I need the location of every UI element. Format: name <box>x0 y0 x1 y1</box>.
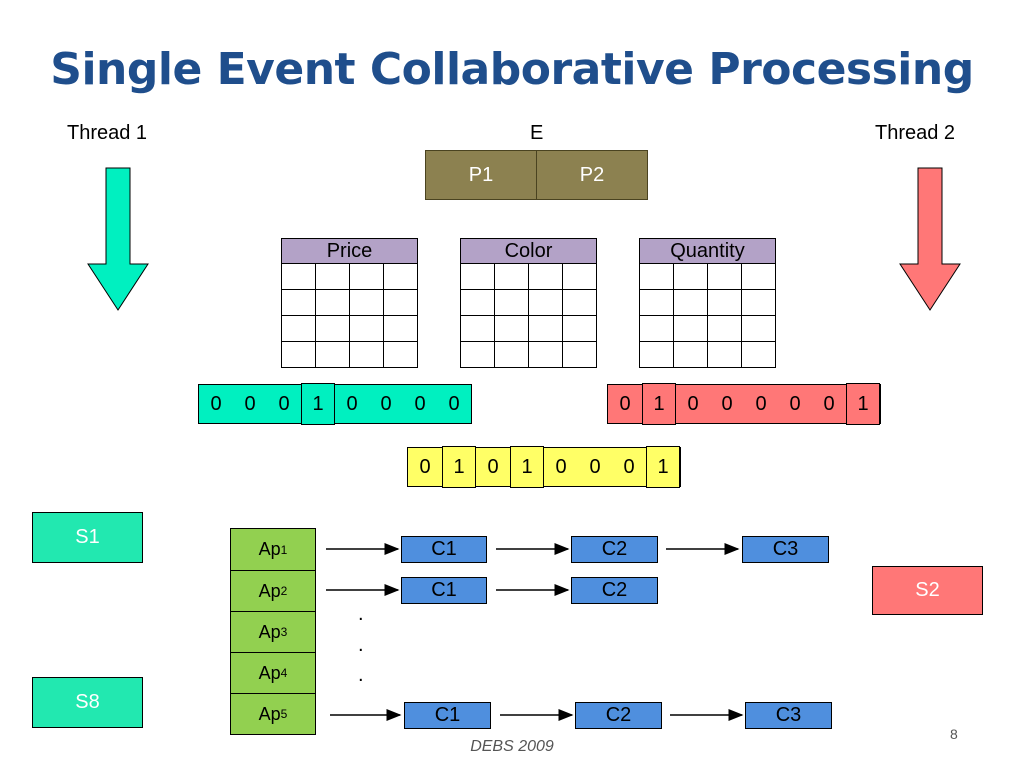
ap-base: Ap <box>258 621 281 642</box>
source-s2: S2 <box>872 566 983 615</box>
bit-cell-set: 1 <box>846 383 880 425</box>
chain-row1-c1: C1 <box>401 536 487 563</box>
bit-cell: 0 <box>687 392 699 415</box>
bit-cell-set: 1 <box>442 446 476 488</box>
table-quantity <box>639 263 776 368</box>
ap-sub: 2 <box>280 584 288 598</box>
bit-cell: 0 <box>278 392 290 415</box>
thread2-down-arrow-icon <box>899 167 961 311</box>
ap-base: Ap <box>258 580 281 601</box>
bit-cell-set: 1 <box>642 383 676 425</box>
ap-sub: 1 <box>280 542 288 557</box>
bit-cell-set: 1 <box>301 383 335 425</box>
table-header-price: Price <box>281 238 418 264</box>
event-label: E <box>530 122 544 144</box>
thread2-label: Thread 2 <box>875 122 956 144</box>
bit-cell: 0 <box>555 455 567 478</box>
bit-cell-set: 1 <box>646 446 680 488</box>
ap-base: Ap <box>258 662 281 683</box>
chain-row2-c2: C2 <box>571 577 658 604</box>
bit-cell: 0 <box>414 392 426 415</box>
ap-sub: 4 <box>280 666 288 680</box>
bit-cell: 0 <box>823 392 835 415</box>
slide-title: Single Event Collaborative Processing <box>50 44 974 95</box>
chain-row5-c1: C1 <box>404 702 491 729</box>
chain-row1-c2: C2 <box>571 536 658 563</box>
chain-row5-c2: C2 <box>575 702 662 729</box>
partition-p2: P2 <box>536 150 648 200</box>
bit-cell: 0 <box>789 392 801 415</box>
bit-cell: 0 <box>623 455 635 478</box>
chain-row1-c3: C3 <box>742 536 829 563</box>
bitvector-thread2: 0 1 0 0 0 0 0 1 <box>607 383 881 425</box>
thread1-label: Thread 1 <box>67 122 148 144</box>
bit-cell: 0 <box>589 455 601 478</box>
bitvector-result: 0 1 0 1 0 0 0 1 <box>407 446 681 488</box>
ap-base: Ap <box>258 539 281 559</box>
bit-cell: 0 <box>487 455 499 478</box>
bit-cell: 0 <box>419 455 431 478</box>
bit-cell: 0 <box>346 392 358 415</box>
source-s1: S1 <box>32 512 143 563</box>
table-price <box>281 263 418 368</box>
footer-text: DEBS 2009 <box>470 738 554 755</box>
ellipsis-dot: . <box>358 634 364 656</box>
thread1-down-arrow-icon <box>87 167 149 311</box>
bit-cell-set: 1 <box>510 446 544 488</box>
table-header-color: Color <box>460 238 597 264</box>
chain-row2-c1: C1 <box>401 577 487 604</box>
page-number: 8 <box>950 726 958 742</box>
bit-cell: 0 <box>721 392 733 415</box>
ellipsis-dot: . <box>358 603 364 625</box>
bit-cell: 0 <box>210 392 222 415</box>
bit-cell: 0 <box>448 392 460 415</box>
ap-sub: 5 <box>280 707 288 721</box>
bit-cell: 0 <box>380 392 392 415</box>
ellipsis-dot: . <box>358 664 364 686</box>
bit-cell: 0 <box>619 392 631 415</box>
partition-p1: P1 <box>425 150 537 200</box>
source-s8: S8 <box>32 677 143 728</box>
bit-cell: 0 <box>244 392 256 415</box>
ap-sub: 3 <box>280 625 288 639</box>
ap-base: Ap <box>258 703 281 724</box>
bit-cell: 0 <box>755 392 767 415</box>
chain-row5-c3: C3 <box>745 702 832 729</box>
bitvector-thread1: 0 0 0 1 0 0 0 0 <box>198 383 472 425</box>
table-color <box>460 263 597 368</box>
